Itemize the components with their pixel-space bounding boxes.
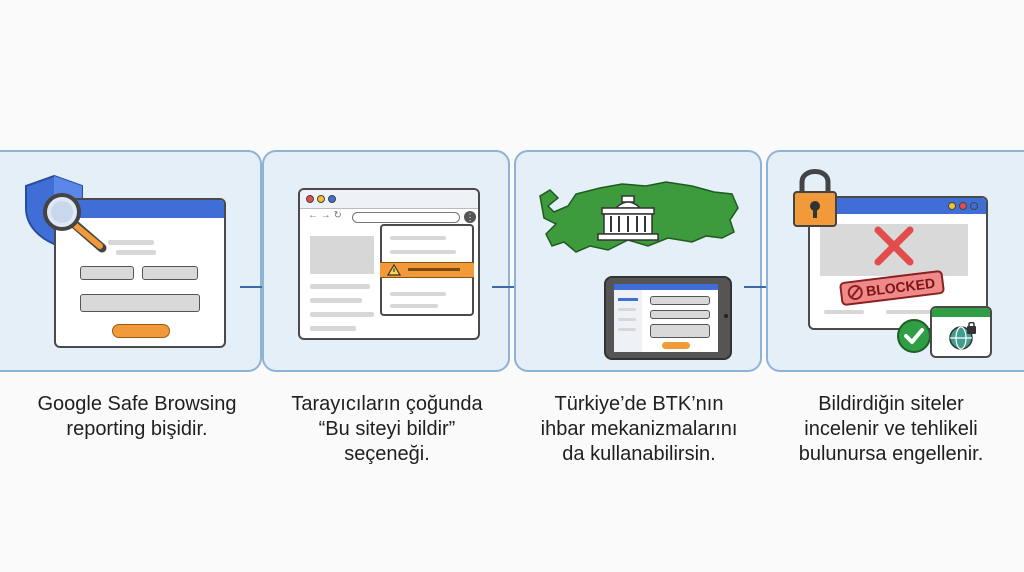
step-4-panel: BLOCKED bbox=[766, 150, 1024, 372]
step-4-caption: Bildirdiğin siteler incelenir ve tehlike… bbox=[798, 393, 984, 465]
globe-lock-icon bbox=[930, 306, 992, 358]
padlock-icon bbox=[793, 169, 837, 227]
report-site-menu-item bbox=[380, 262, 474, 278]
menu-dots-icon: ⋮ bbox=[464, 211, 476, 223]
step-2-caption: Tarayıcıların çoğunda “Bu siteyi bildir”… bbox=[291, 393, 483, 465]
blocked-label: BLOCKED bbox=[865, 274, 936, 300]
step-3-caption: Türkiye’de BTK’nın ihbar mekanizmalarını… bbox=[540, 393, 738, 465]
step-2-panel: ← → ↻ ⋮ bbox=[262, 150, 510, 372]
magnifier-icon bbox=[43, 193, 107, 253]
no-entry-icon bbox=[847, 285, 863, 301]
step-1-panel bbox=[0, 150, 262, 372]
warning-icon bbox=[387, 264, 401, 276]
x-mark-icon bbox=[874, 226, 914, 266]
blocked-badge: BLOCKED bbox=[838, 269, 946, 307]
report-dropdown-menu bbox=[380, 224, 474, 316]
check-icon bbox=[897, 319, 931, 353]
blocked-site-window bbox=[808, 196, 988, 330]
submit-button bbox=[112, 324, 170, 338]
browser-form-icon bbox=[54, 198, 226, 348]
tablet-icon bbox=[604, 276, 732, 360]
step-1-caption: Google Safe Browsing reporting bişidir. bbox=[37, 393, 237, 440]
step-3-panel bbox=[514, 150, 762, 372]
government-building-icon bbox=[597, 195, 659, 241]
